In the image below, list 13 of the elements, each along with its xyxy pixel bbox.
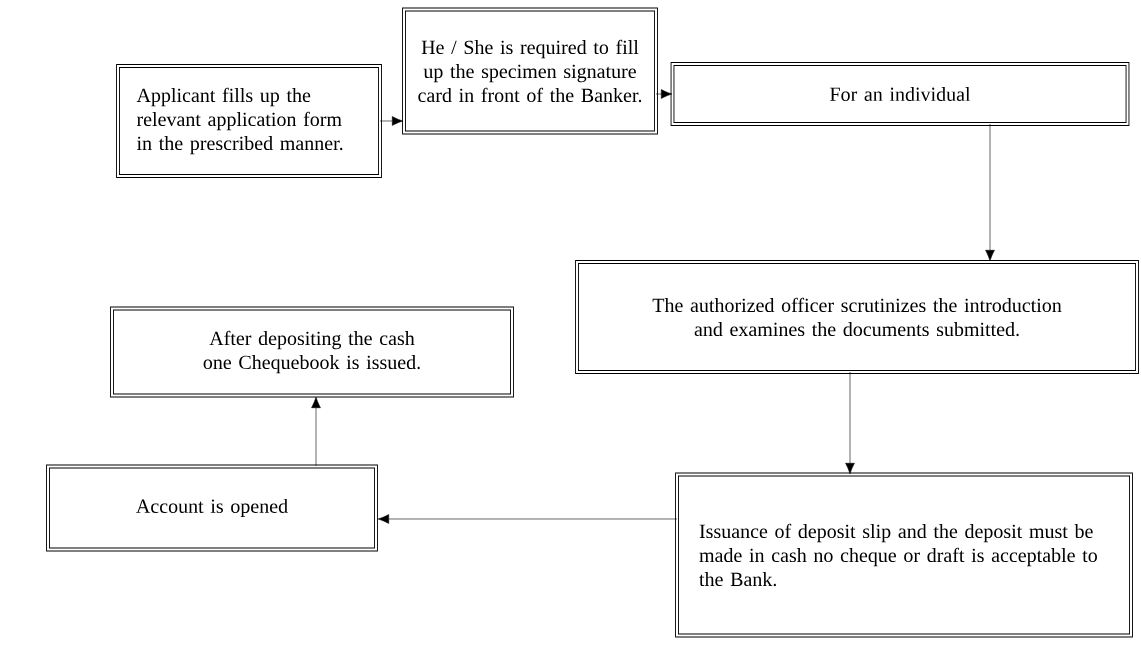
arrow <box>845 371 855 475</box>
process-box: Issuance of deposit slip and the deposit must be made in cash no cheque or draft is acceptable to the Bank. <box>675 472 1133 638</box>
process-box: After depositing the cash one Chequebook is issued. <box>110 306 514 398</box>
process-box: Applicant fills up the relevant application form in the prescribed manner. <box>116 64 382 178</box>
arrow <box>377 514 678 524</box>
arrow <box>379 116 404 126</box>
arrow <box>655 89 673 99</box>
process-box: The authorized officer scrutinizes the introduction and examines the documents submitted. <box>575 260 1139 374</box>
process-box: For an individual <box>670 62 1130 126</box>
arrow <box>985 123 995 262</box>
arrow <box>311 396 321 467</box>
process-box: Account is opened <box>46 464 378 552</box>
process-box: He / She is required to fill up the specimen signature card in front of the Banker. <box>402 7 658 135</box>
